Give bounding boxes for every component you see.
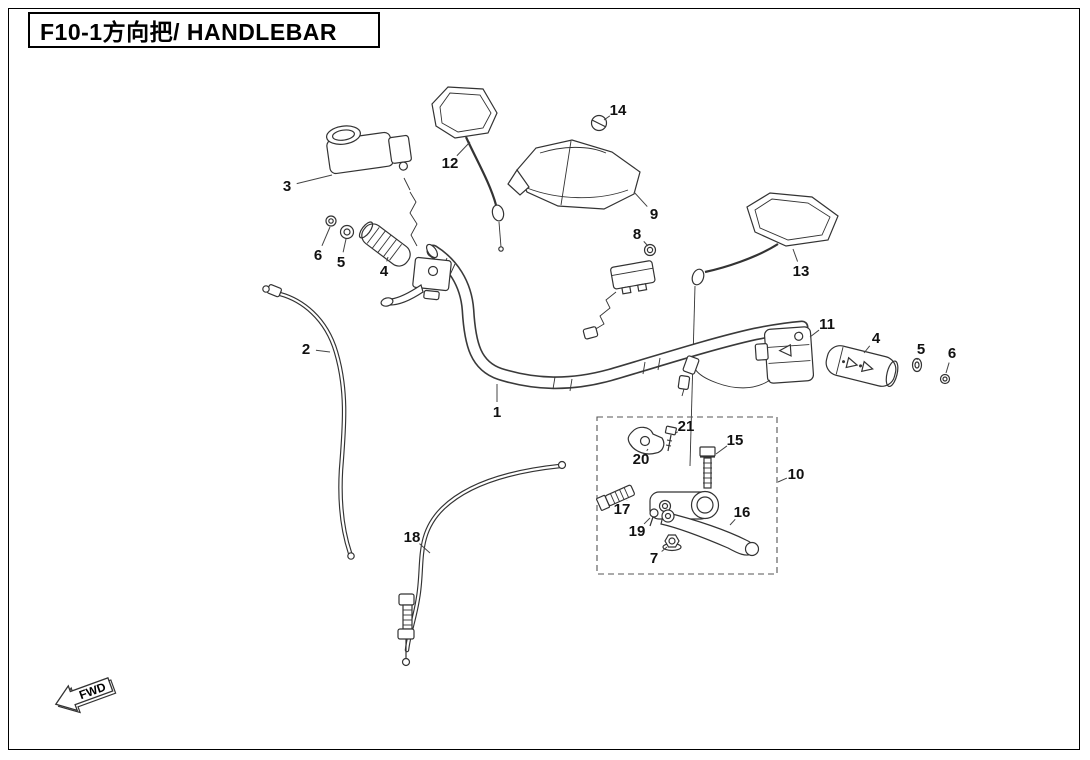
page-title: F10-1方向把/ HANDLEBAR <box>40 19 338 45</box>
left-washer-part <box>325 215 355 240</box>
right-washer-part <box>911 357 951 385</box>
callout-leader-12 <box>456 141 471 157</box>
clutch-cable-part <box>397 460 567 667</box>
master-cylinder-part <box>326 125 418 247</box>
callout-leader-6-right <box>945 362 950 374</box>
part-callout-10: 10 <box>788 466 805 483</box>
callout-leader-6-left <box>321 226 331 247</box>
callout-leader-18 <box>419 543 431 554</box>
callout-leader-4-left <box>386 256 389 262</box>
callout-leader-8 <box>643 241 649 247</box>
part-callout-5-left: 5 <box>337 254 345 271</box>
callout-leader-14 <box>603 115 611 121</box>
nut-7-part <box>662 534 682 552</box>
fwd-arrow: FWD <box>54 677 117 714</box>
callout-leader-21 <box>675 431 679 434</box>
callout-leader-5-right <box>916 358 919 361</box>
throttle-cable-part <box>262 284 355 560</box>
part-callout-14: 14 <box>610 102 627 119</box>
part-callout-19: 19 <box>629 523 646 540</box>
part-callout-6-right: 6 <box>948 345 956 362</box>
part-callout-12: 12 <box>442 155 459 172</box>
callout-leader-7 <box>661 546 668 552</box>
callout-leader-15 <box>715 445 728 455</box>
part-callout-13: 13 <box>793 263 810 280</box>
detail-box <box>596 416 778 575</box>
pivot-19-part <box>649 508 659 527</box>
callout-leader-13 <box>792 248 799 262</box>
callout-leader-10 <box>777 477 788 483</box>
part-callout-4-left: 4 <box>380 263 389 280</box>
part-callout-2: 2 <box>302 341 310 358</box>
mirror-mount-line <box>689 285 696 467</box>
part-callout-15: 15 <box>727 432 744 449</box>
callout-leader-20 <box>646 448 649 452</box>
bolt-15-part <box>699 446 716 489</box>
part-callout-6-left: 6 <box>314 247 322 264</box>
callout-leader-11 <box>809 329 820 338</box>
handlebar-cover-part <box>507 139 641 210</box>
bracket-20-part <box>627 426 665 455</box>
callout-leader-3 <box>296 174 333 185</box>
page-border <box>8 8 1080 750</box>
callout-leader-4-right <box>863 345 871 354</box>
part-callout-8: 8 <box>633 226 641 243</box>
right-grip-part <box>825 345 899 388</box>
left-grip-part <box>358 221 411 267</box>
part-callout-20: 20 <box>633 451 650 468</box>
part-callout-9: 9 <box>650 206 658 223</box>
left-lever-perch-part <box>380 256 452 307</box>
callout-leader-2 <box>315 349 331 353</box>
part-callout-21: 21 <box>678 418 695 435</box>
part-callout-3: 3 <box>283 178 291 195</box>
part-callout-4-right: 4 <box>872 330 881 347</box>
part-callout-17: 17 <box>614 501 631 518</box>
brake-switch-part <box>582 260 656 340</box>
bolt-21-part <box>664 425 677 452</box>
adjuster-17-part <box>596 484 635 511</box>
part-callout-7: 7 <box>650 550 658 567</box>
callout-leader-16 <box>729 519 736 526</box>
title-box: F10-1方向把/ HANDLEBAR <box>28 12 380 48</box>
clutch-perch-part <box>649 490 720 520</box>
part-callout-16: 16 <box>734 504 751 521</box>
part-callout-18: 18 <box>404 529 421 546</box>
part-callout-11: 11 <box>819 316 835 333</box>
part-callout-1: 1 <box>493 404 501 421</box>
right-mirror-part <box>691 192 839 286</box>
callout-leader-5-left <box>342 238 347 253</box>
callout-leader-19 <box>643 517 651 525</box>
nut-8-part <box>643 243 657 257</box>
left-mirror-part <box>431 86 505 252</box>
part-callout-5-right: 5 <box>917 341 925 358</box>
right-switch-part <box>677 326 815 397</box>
handlebar-part <box>425 243 809 392</box>
callout-leader-9 <box>633 191 648 207</box>
clutch-lever-part <box>660 509 760 557</box>
bolt-14-part <box>590 114 608 132</box>
